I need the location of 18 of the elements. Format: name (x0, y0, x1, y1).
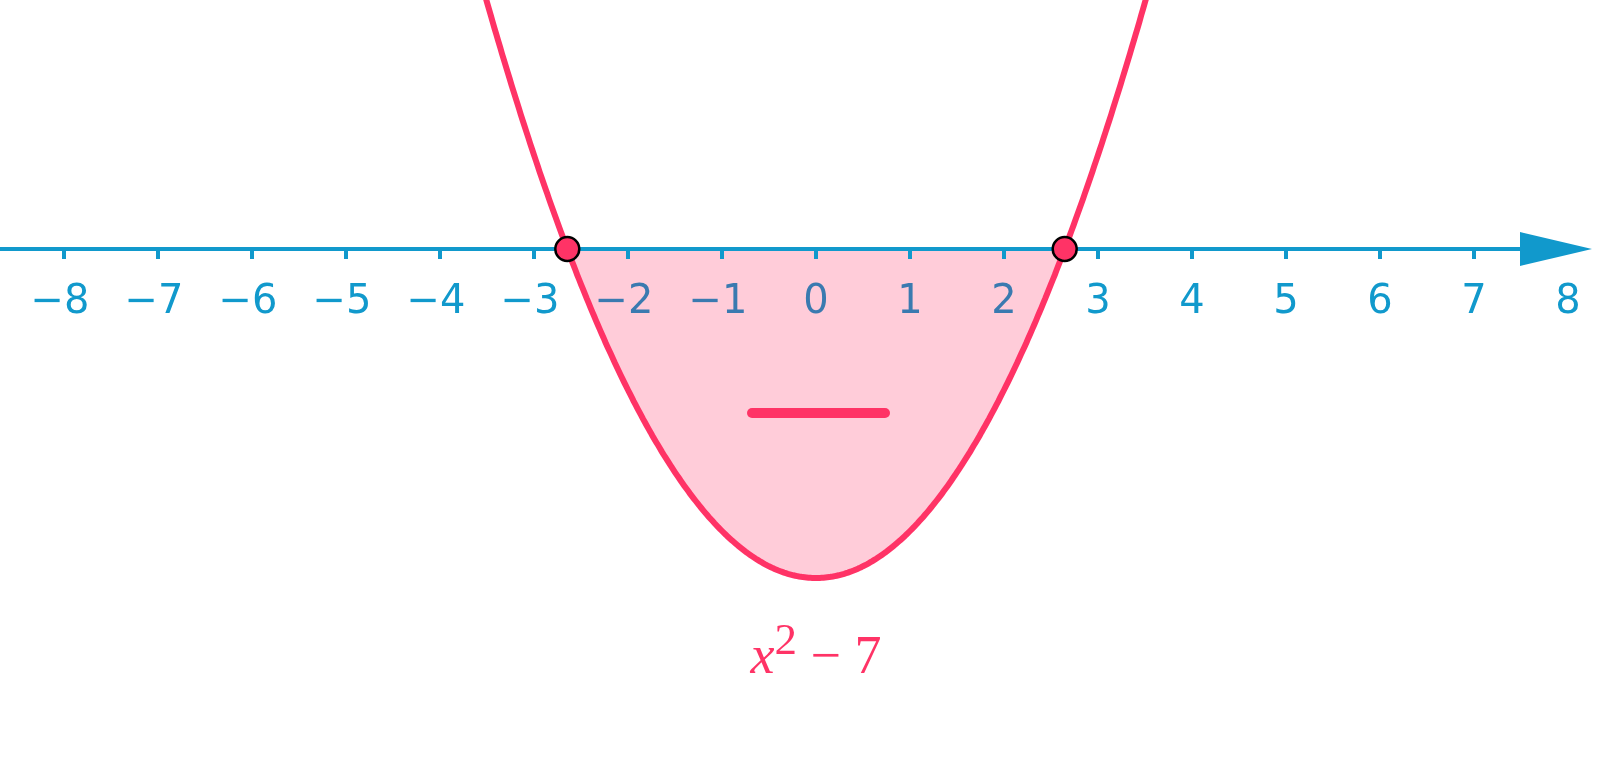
tick-label: −8 (30, 279, 90, 319)
tick-label: 2 (991, 279, 1017, 319)
tick-label: −5 (312, 279, 372, 319)
tick-label: 8 (1555, 279, 1581, 319)
tick-label: −1 (688, 279, 748, 319)
tick-label: 5 (1273, 279, 1299, 319)
tick-label: 1 (897, 279, 923, 319)
tick-label: 4 (1179, 279, 1205, 319)
tick-label: 7 (1461, 279, 1487, 319)
tick-label: −3 (500, 279, 560, 319)
tick-label: −2 (594, 279, 654, 319)
tick-label: −6 (218, 279, 278, 319)
tick-label: 3 (1085, 279, 1111, 319)
tick-label: −4 (406, 279, 466, 319)
tick-label: −7 (124, 279, 184, 319)
function-label: x$^{2}$ − 7 (750, 616, 882, 682)
tick-label: 6 (1367, 279, 1393, 319)
tick-label: 0 (803, 279, 829, 319)
